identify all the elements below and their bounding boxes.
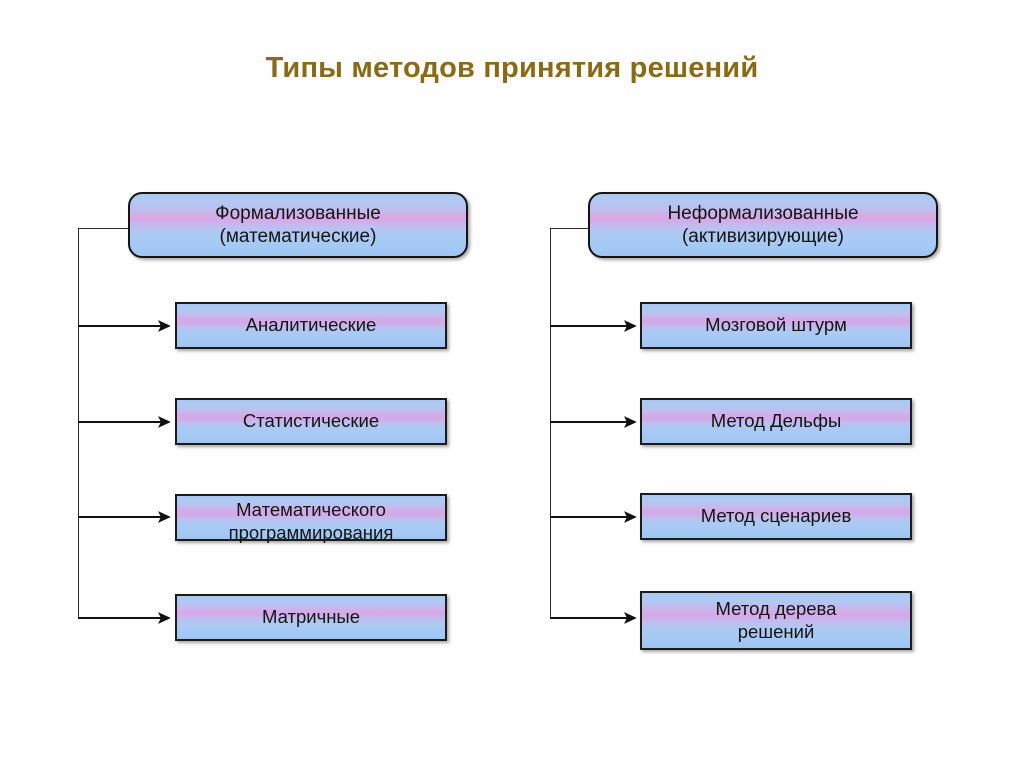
node-matrichnye[interactable]: Матричные — [175, 594, 447, 641]
connector-arrow-right-4 — [550, 617, 634, 619]
connector-arrow-left-4 — [78, 617, 168, 619]
node-mat-programmirovaniya[interactable]: Математического программирования — [175, 494, 447, 544]
node-root-formalized-line1: Формализованные — [215, 202, 381, 224]
node-matrichnye-line1: Матричные — [261, 606, 361, 628]
node-metod-dereva-reshenii-line2: решений — [737, 620, 815, 642]
node-metod-dereva-reshenii-line1: Метод дерева — [715, 597, 837, 619]
node-root-non-formalized-line2: (активизирующие) — [681, 226, 844, 247]
node-metod-stsenariev-line1: Метод сценариев — [700, 505, 852, 527]
node-metod-delfy-label: Метод Дельфы — [705, 410, 848, 433]
node-metod-dereva-reshenii-label: Метод дерева решений — [710, 598, 843, 643]
node-statisticheskie-label: Статистические — [237, 410, 385, 433]
connector-arrow-right-3 — [550, 516, 634, 518]
node-analiticheskie-label: Аналитические — [240, 314, 383, 337]
node-mat-programmirovaniya-label: Математического программирования — [223, 499, 400, 544]
connector-arrow-right-1 — [550, 325, 634, 327]
node-mozgovoi-shturm-line1: Мозговой штурм — [705, 314, 847, 336]
connector-arrow-left-2 — [78, 421, 168, 423]
node-root-formalized-line2: (математические) — [219, 226, 377, 247]
connector-stub-left — [78, 228, 130, 229]
connector-stub-right — [550, 228, 592, 229]
node-mat-programmirovaniya-line2: программирования — [228, 521, 394, 543]
node-metod-dereva-reshenii[interactable]: Метод дерева решений — [640, 591, 912, 650]
page-title: Типы методов принятия решений — [265, 52, 759, 84]
connector-arrow-left-1 — [78, 325, 168, 327]
node-root-non-formalized-line1: Неформализованные — [667, 202, 859, 224]
node-mozgovoi-shturm-label: Мозговой штурм — [699, 314, 853, 337]
node-root-formalized[interactable]: Формализованные (математические) — [128, 192, 468, 258]
node-metod-delfy[interactable]: Метод Дельфы — [640, 398, 912, 445]
node-metod-stsenariev-label: Метод сценариев — [695, 505, 858, 528]
node-metod-delfy-line1: Метод Дельфы — [710, 410, 842, 432]
connector-arrow-left-3 — [78, 516, 168, 518]
node-mozgovoi-shturm[interactable]: Мозговой штурм — [640, 302, 912, 349]
node-statisticheskie[interactable]: Статистические — [175, 398, 447, 445]
node-analiticheskie-line1: Аналитические — [245, 314, 377, 336]
node-matrichnye-label: Матричные — [256, 606, 366, 629]
connector-trunk-right — [550, 228, 551, 618]
node-analiticheskie[interactable]: Аналитические — [175, 302, 447, 349]
connector-trunk-left — [78, 228, 79, 618]
node-root-non-formalized[interactable]: Неформализованные (активизирующие) — [588, 192, 938, 258]
connector-arrow-right-2 — [550, 421, 634, 423]
node-mat-programmirovaniya-line1: Математического — [236, 498, 386, 520]
node-root-non-formalized-label: Неформализованные (активизирующие) — [661, 202, 864, 248]
node-metod-stsenariev[interactable]: Метод сценариев — [640, 493, 912, 540]
node-statisticheskie-line1: Статистические — [242, 410, 380, 432]
node-root-formalized-label: Формализованные (математические) — [209, 202, 387, 248]
